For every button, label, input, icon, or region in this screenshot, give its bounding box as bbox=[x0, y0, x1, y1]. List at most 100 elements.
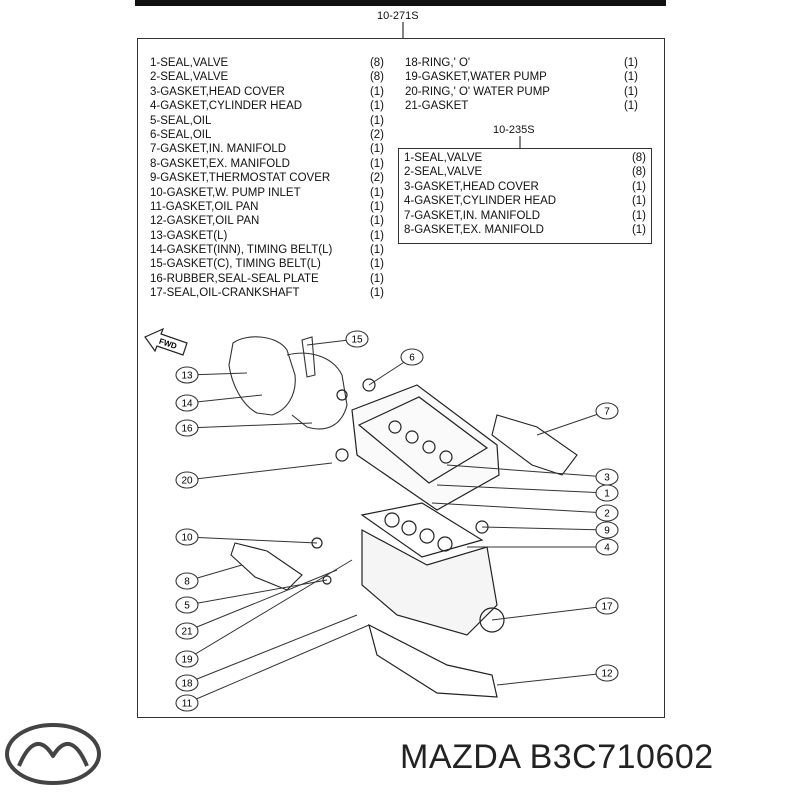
part-row: 14-GASKET(INN), TIMING BELT(L)(1) bbox=[150, 243, 384, 257]
part-quantity: (1) bbox=[631, 195, 646, 208]
callout-bubble bbox=[175, 650, 199, 668]
part-label: 9-GASKET,THERMOSTAT COVER bbox=[150, 172, 331, 185]
part-label: 11-GASKET,OIL PAN bbox=[150, 200, 259, 213]
part-quantity: (1) bbox=[631, 223, 646, 236]
part-quantity: (1) bbox=[369, 200, 384, 213]
callout-number: 4 bbox=[604, 543, 610, 554]
part-quantity: (1) bbox=[623, 71, 638, 84]
callout-number: 18 bbox=[181, 679, 193, 690]
kit-code-main: 10-271S bbox=[377, 10, 419, 22]
part-label: 1-SEAL,VALVE bbox=[150, 57, 229, 69]
callout-bubble bbox=[595, 597, 619, 615]
part-label: 5-SEAL,OIL bbox=[150, 114, 212, 127]
part-row: 4-GASKET,CYLINDER HEAD(1) bbox=[404, 194, 646, 208]
part-row: 5-SEAL,OIL (1) bbox=[150, 114, 384, 128]
callout-number: 14 bbox=[181, 399, 193, 410]
callout-number: 7 bbox=[604, 407, 610, 418]
callout-bubble bbox=[175, 622, 199, 640]
callout-number: 3 bbox=[604, 473, 610, 484]
part-row: 8-GASKET,EX. MANIFOLD (1) bbox=[404, 223, 646, 237]
oil-pan-gasket bbox=[368, 623, 498, 698]
callout-bubble bbox=[595, 484, 619, 502]
callout-number: 19 bbox=[181, 655, 193, 666]
callout-number: 15 bbox=[351, 335, 363, 346]
head-gasket bbox=[360, 502, 484, 558]
callout-bubble bbox=[175, 528, 199, 546]
part-quantity: (1) bbox=[369, 287, 384, 300]
part-label: 18-RING,' O' bbox=[405, 57, 471, 69]
part-label: 6-SEAL,OIL bbox=[150, 128, 212, 141]
part-row: 21-GASKET (1) bbox=[405, 99, 638, 113]
part-row: 17-SEAL,OIL-CRANKSHAFT (1) bbox=[150, 286, 384, 300]
callout-number: 20 bbox=[181, 476, 193, 487]
part-label: 2-SEAL,VALVE bbox=[404, 166, 483, 179]
part-quantity: (8) bbox=[631, 166, 646, 179]
top-border-bar bbox=[135, 0, 666, 6]
parts-list-extra: 18-RING,' O'(1)19-GASKET,WATER PUMP(1)20… bbox=[405, 56, 638, 114]
part-label: 8-GASKET,EX. MANIFOLD bbox=[404, 223, 544, 236]
callout-leader-line bbox=[186, 559, 353, 660]
callout-leader-line bbox=[186, 579, 328, 606]
part-quantity: (1) bbox=[623, 100, 638, 113]
part-row: 2-SEAL,VALVE(8) bbox=[150, 70, 384, 84]
callout-bubble bbox=[595, 538, 619, 556]
part-label: 1-SEAL,VALVE bbox=[404, 152, 483, 164]
callout-bubble bbox=[175, 394, 199, 412]
callout-number: 8 bbox=[184, 577, 190, 588]
callout-leader-line bbox=[186, 536, 318, 544]
diagram-frame bbox=[137, 38, 665, 718]
callout-bubble bbox=[345, 330, 369, 348]
part-row: 4-GASKET,CYLINDER HEAD (1) bbox=[150, 99, 384, 113]
callout-number: 2 bbox=[604, 509, 610, 520]
part-quantity: (1) bbox=[631, 209, 646, 222]
callout-number: 21 bbox=[181, 627, 193, 638]
callout-bubble bbox=[175, 694, 199, 712]
part-row: 7-GASKET,IN. MANIFOLD (1) bbox=[404, 209, 646, 223]
callout-leader-line bbox=[186, 569, 338, 632]
callout-leader-line bbox=[496, 672, 608, 686]
part-quantity: (1) bbox=[369, 186, 384, 199]
sub-kit-box bbox=[398, 148, 652, 244]
part-label: 2-SEAL,VALVE bbox=[150, 71, 229, 84]
part-row: 2-SEAL,VALVE (8) bbox=[404, 165, 646, 179]
callout-bubble bbox=[175, 596, 199, 614]
callout-leader-line bbox=[186, 422, 313, 429]
part-row: 15-GASKET(C), TIMING BELT(L)(1) bbox=[150, 257, 384, 271]
part-quantity: (1) bbox=[369, 143, 384, 156]
fwd-arrow-icon: FWD bbox=[144, 327, 188, 356]
callout-bubble bbox=[175, 366, 199, 384]
callout-bubble bbox=[400, 348, 424, 366]
part-row: 8-GASKET,EX. MANIFOLD(1) bbox=[150, 157, 384, 171]
part-quantity: (1) bbox=[369, 114, 384, 127]
callout-leader-line bbox=[491, 605, 608, 621]
part-label: 7-GASKET,IN. MANIFOLD bbox=[150, 143, 287, 156]
callout-number: 10 bbox=[181, 533, 193, 544]
callout-leader-line bbox=[186, 614, 358, 684]
callout-bubble bbox=[595, 504, 619, 522]
part-label: 4-GASKET,CYLINDER HEAD bbox=[150, 100, 303, 113]
part-row: 1-SEAL,VALVE(8) bbox=[404, 151, 646, 165]
part-label: 17-SEAL,OIL-CRANKSHAFT bbox=[150, 287, 300, 300]
parts-list-main: 1-SEAL,VALVE(8)2-SEAL,VALVE(8)3-GASKET,H… bbox=[150, 56, 384, 301]
part-row: 18-RING,' O'(1) bbox=[405, 56, 638, 70]
part-quantity: (1) bbox=[369, 258, 384, 271]
part-quantity: (1) bbox=[369, 100, 384, 113]
part-label: 21-GASKET bbox=[405, 100, 469, 113]
callout-bubble bbox=[175, 419, 199, 437]
part-quantity: (1) bbox=[369, 215, 384, 228]
part-label: 7-GASKET,IN. MANIFOLD bbox=[404, 209, 541, 222]
part-label: 14-GASKET(INN), TIMING BELT(L) bbox=[150, 244, 333, 257]
callout-leader-line bbox=[186, 462, 333, 481]
callout-leader-line bbox=[431, 502, 608, 514]
part-label: 20-RING,' O' WATER PUMP bbox=[405, 85, 550, 98]
mazda-logo-icon bbox=[3, 722, 103, 791]
callout-leader-line bbox=[446, 464, 608, 478]
part-quantity: (2) bbox=[369, 128, 384, 141]
part-quantity: (1) bbox=[369, 229, 384, 242]
kit-code-sub: 10-235S bbox=[493, 124, 535, 136]
part-label: 12-GASKET,OIL PAN bbox=[150, 215, 260, 228]
callout-leader-line bbox=[186, 394, 263, 404]
part-label: 3-GASKET,HEAD COVER bbox=[404, 180, 539, 193]
